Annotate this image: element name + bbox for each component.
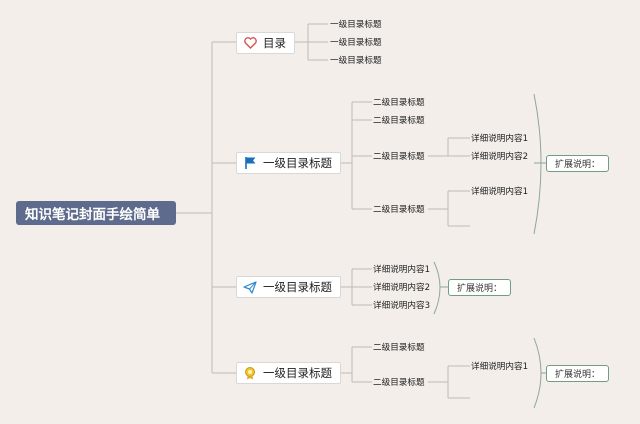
heart-icon [243,36,257,50]
leaf-node[interactable]: 一级目录标题 [330,56,382,66]
branch-label: 一级目录标题 [263,156,332,170]
branch-node-flag[interactable]: 一级目录标题 [236,152,341,174]
detail-node[interactable]: 详细说明内容3 [373,301,431,311]
branch-label: 目录 [263,36,286,50]
sub-node[interactable]: 二级目录标题 [373,116,425,126]
detail-node[interactable]: 详细说明内容1 [373,265,431,275]
sub-node[interactable]: 二级目录标题 [373,378,425,388]
summary-note[interactable]: 扩展说明： [546,365,610,382]
sub-node[interactable]: 二级目录标题 [373,343,425,353]
branch-node-medal[interactable]: 一级目录标题 [236,362,341,384]
sub-node[interactable]: 二级目录标题 [373,205,425,215]
summary-note[interactable]: 扩展说明： [546,155,610,172]
detail-node[interactable]: 详细说明内容2 [373,283,431,293]
medal-icon [243,366,257,380]
detail-node[interactable]: 详细说明内容1 [471,362,529,372]
summary-note[interactable]: 扩展说明： [448,279,512,296]
branch-node-plane[interactable]: 一级目录标题 [236,276,341,298]
detail-node[interactable]: 详细说明内容2 [471,152,529,162]
leaf-node[interactable]: 一级目录标题 [330,20,382,30]
paper-plane-icon [243,280,257,294]
detail-node[interactable]: 详细说明内容1 [471,134,529,144]
flag-icon [243,156,257,170]
sub-node[interactable]: 二级目录标题 [373,98,425,108]
branch-node-contents[interactable]: 目录 [236,32,295,54]
branch-label: 一级目录标题 [263,280,332,294]
leaf-node[interactable]: 一级目录标题 [330,38,382,48]
root-node[interactable]: 知识笔记封面手绘简单 [16,201,176,225]
branch-label: 一级目录标题 [263,366,332,380]
detail-node[interactable]: 详细说明内容1 [471,187,529,197]
sub-node[interactable]: 二级目录标题 [373,152,425,162]
